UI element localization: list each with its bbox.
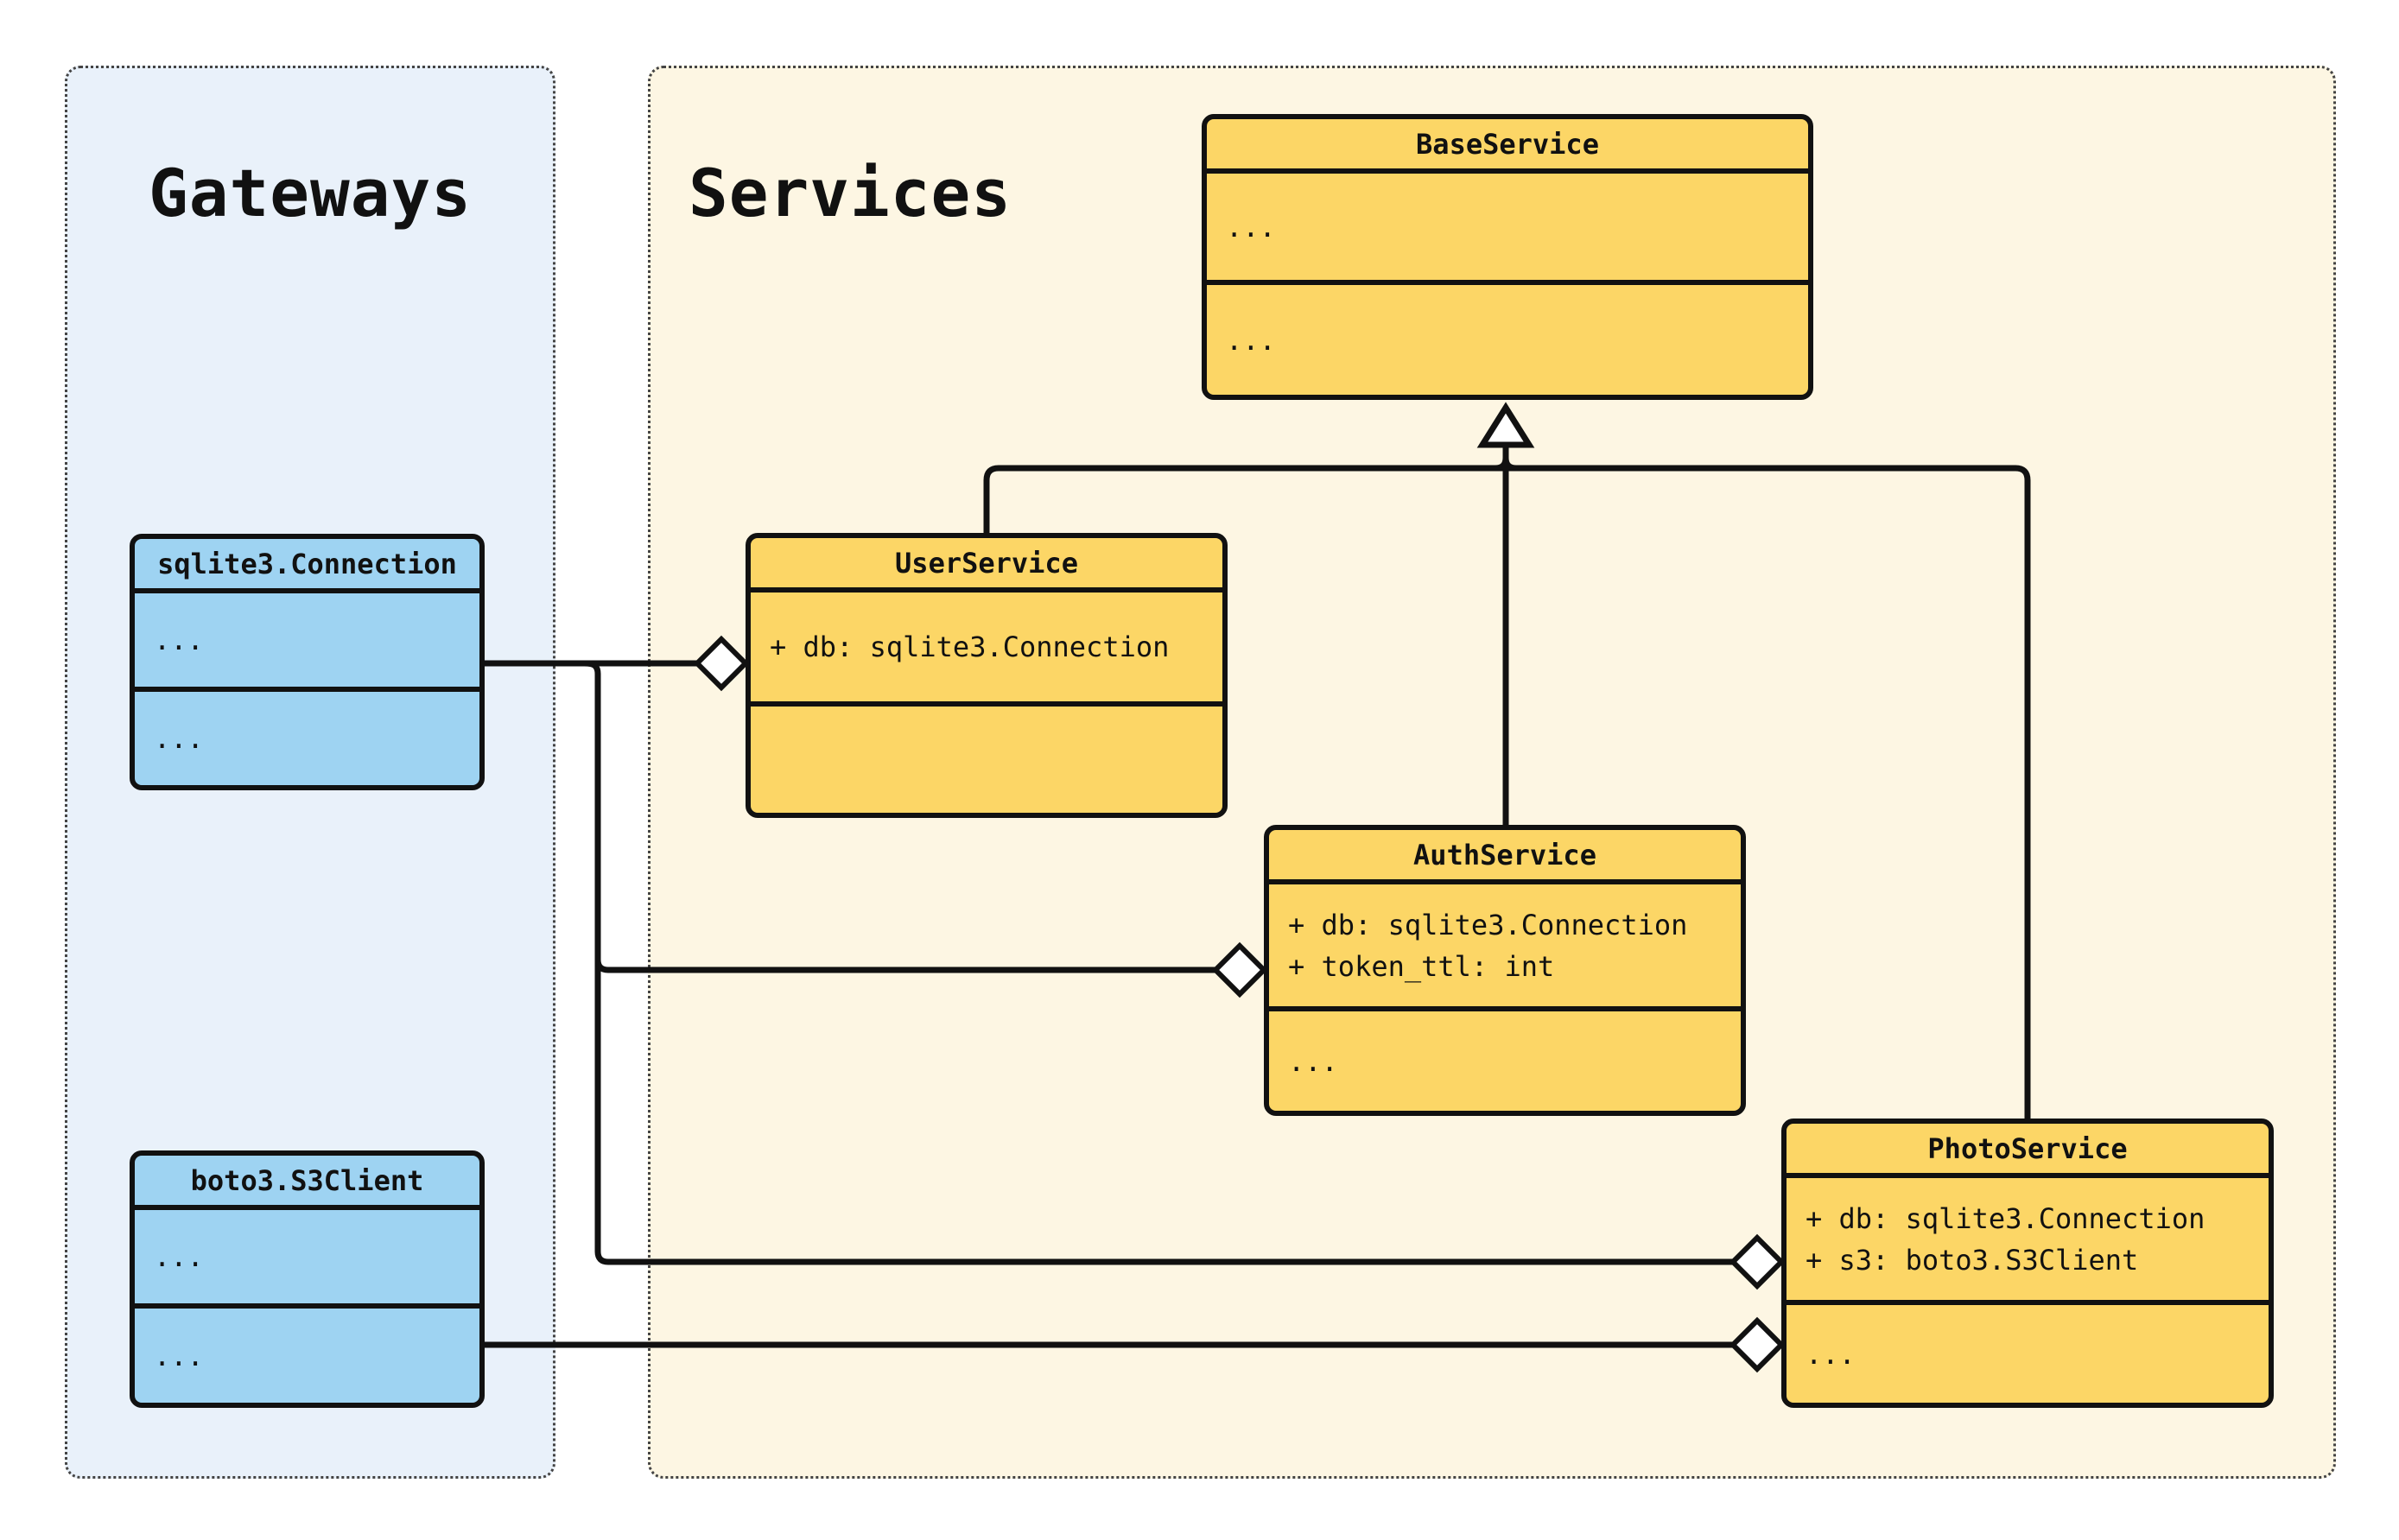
class-methods-baseservice: ... (1226, 323, 1276, 357)
class-title-userservice: UserService (751, 538, 1222, 593)
class-attributes-sqlite-connection: ... (135, 593, 479, 692)
class-title-authservice: AuthService (1269, 830, 1741, 884)
class-node-boto3-s3client: boto3.S3Client ... ... (130, 1150, 485, 1408)
class-node-authservice: AuthService + db: sqlite3.Connection + t… (1264, 825, 1746, 1116)
class-node-userservice: UserService + db: sqlite3.Connection (746, 533, 1228, 818)
class-methods-boto3-s3client: ... (154, 1339, 204, 1372)
inheritance-bus-junction (1492, 457, 1520, 472)
aggregation-diamond-authservice-icon (1211, 941, 1268, 998)
class-methods-sqlite-connection: ... (154, 722, 204, 755)
class-methods-userservice (751, 707, 1222, 813)
aggregation-diamond-photoservice-s3-icon (1729, 1316, 1786, 1373)
aggregation-diamond-userservice-icon (693, 635, 750, 692)
class-methods-authservice: ... (1288, 1044, 1338, 1078)
class-title-photoservice: PhotoService (1787, 1124, 2269, 1178)
inheritance-triangle-icon (1476, 402, 1535, 448)
class-attributes-authservice: + db: sqlite3.Connection + token_ttl: in… (1269, 884, 1741, 1011)
aggregation-diamond-photoservice-db-icon (1729, 1233, 1786, 1290)
class-node-photoservice: PhotoService + db: sqlite3.Connection + … (1781, 1119, 2274, 1408)
class-attributes-photoservice: + db: sqlite3.Connection + s3: boto3.S3C… (1787, 1178, 2269, 1305)
class-attributes-boto3-s3client: ... (135, 1210, 479, 1309)
class-attributes-userservice: + db: sqlite3.Connection (751, 593, 1222, 707)
class-title-baseservice: BaseService (1207, 119, 1808, 174)
class-methods-photoservice: ... (1806, 1337, 1856, 1371)
class-title-sqlite-connection: sqlite3.Connection (135, 539, 479, 593)
aggregation-edge-sqlite-photoservice (584, 660, 1736, 1265)
class-node-sqlite-connection: sqlite3.Connection ... ... (130, 534, 485, 790)
aggregation-edge-sqlite-authservice (594, 956, 1219, 973)
class-attributes-baseservice: ... (1207, 174, 1808, 285)
class-title-boto3-s3client: boto3.S3Client (135, 1156, 479, 1210)
class-node-baseservice: BaseService ... ... (1202, 114, 1813, 400)
